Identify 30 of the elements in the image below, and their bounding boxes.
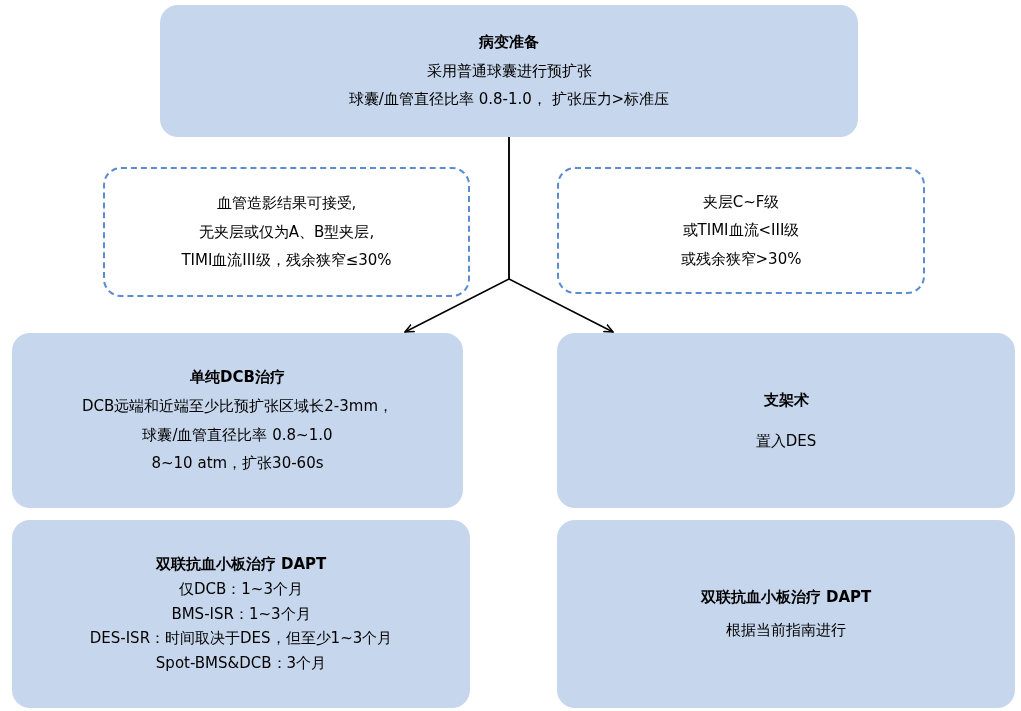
box-text: 置入DES: [755, 430, 817, 452]
box-text: 或残余狭窄>30%: [680, 248, 802, 270]
box-text: BMS-ISR：1~3个月: [171, 603, 311, 625]
box-text: DCB远端和近端至少比预扩张区域长2-3mm，: [81, 395, 393, 417]
box-text: 根据当前指南进行: [726, 620, 846, 641]
process-box: [12, 333, 463, 508]
box-text: 球囊/血管直径比率 0.8-1.0， 扩张压力>标准压: [348, 89, 670, 110]
box-title: 双联抗血小板治疗 DAPT: [700, 587, 872, 608]
process-box: [160, 5, 858, 137]
process-box: [557, 520, 1015, 708]
condition-box: [557, 167, 925, 294]
box-text: 血管造影结果可接受,: [216, 193, 357, 214]
box-title: 病变准备: [479, 32, 539, 53]
condition-box: [103, 167, 470, 297]
box-text: 夹层C~F级: [702, 191, 780, 213]
box-text: DES-ISR：时间取决于DES，但至少1~3个月: [89, 628, 393, 649]
box-text: 8~10 atm，扩张30-60s: [151, 453, 324, 474]
box-title: 双联抗血小板治疗 DAPT: [155, 554, 327, 576]
process-box: [12, 520, 470, 708]
box-text: TIMI血流III级，残余狭窄≤30%: [181, 250, 392, 271]
box-title: 单纯DCB治疗: [190, 367, 285, 388]
box-text: 仅DCB：1~3个月: [179, 579, 303, 600]
arrow: [508, 136, 614, 333]
box-text: 球囊/血管直径比率 0.8~1.0: [142, 424, 333, 446]
box-title: 支架术: [763, 389, 809, 411]
process-box: [557, 333, 1015, 508]
box-text: 采用普通球囊进行预扩张: [426, 60, 592, 82]
box-text: Spot-BMS&DCB：3个月: [155, 652, 327, 674]
box-text: 或TIMI血流<III级: [682, 220, 800, 241]
box-text: 无夹层或仅为A、B型夹层,: [198, 221, 375, 243]
